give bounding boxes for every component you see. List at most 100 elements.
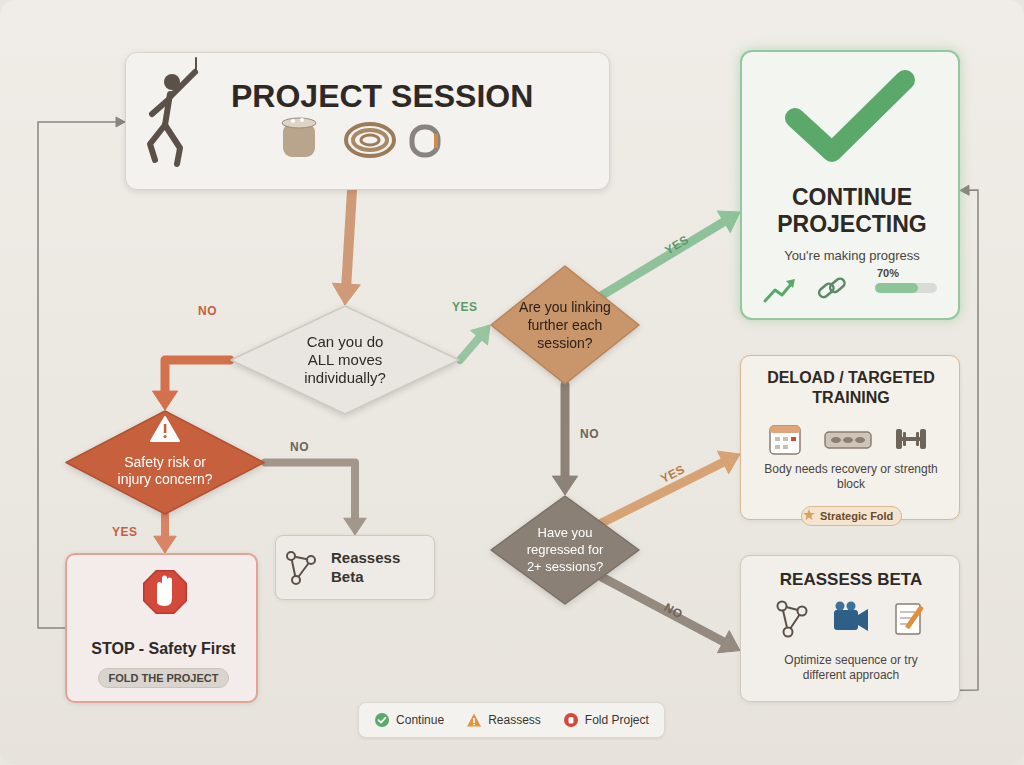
dumbbell-icon	[896, 429, 926, 449]
process-box: Reassess Beta	[275, 535, 435, 600]
edge-label: YES	[112, 525, 138, 539]
edge-label: YES	[452, 300, 478, 314]
rope-coil-icon	[346, 124, 394, 156]
rope-line	[195, 58, 197, 70]
diamond-shape	[491, 266, 639, 384]
climber-arm	[152, 100, 168, 114]
notepad-line	[900, 623, 911, 625]
stop-title: STOP - Safety First	[67, 639, 260, 659]
calendar-cell	[775, 437, 780, 441]
branch-node	[784, 628, 793, 637]
deload-text: Body needs recovery or strength block	[761, 462, 941, 492]
diamond-shape	[491, 496, 639, 604]
connector-arrow	[265, 463, 366, 536]
decision-diamond: Have you regressed for 2+ sessions?	[490, 495, 640, 605]
progress-value: 70%	[877, 266, 917, 280]
legend-text: Reassess	[488, 713, 541, 727]
branch-node	[287, 552, 295, 560]
arrow-head	[154, 536, 176, 553]
arrow-head	[717, 451, 740, 474]
connector-line	[603, 219, 728, 295]
stop-box: STOP - Safety FirstFOLD THE PROJECT	[65, 553, 258, 703]
arrow-head	[960, 185, 969, 195]
branch-node	[307, 556, 315, 564]
strategic-pill: Strategic Fold	[801, 506, 902, 526]
connector-line	[460, 335, 482, 360]
decision-text: Are you linking further each session?	[516, 298, 614, 352]
diamond-shape	[231, 306, 459, 414]
dumbbell-plate	[916, 432, 919, 446]
decision-text: Can you do ALL moves individually?	[293, 333, 397, 387]
calendar-icon	[770, 426, 800, 454]
decision-text: Have you regressed for 2+ sessions?	[520, 524, 610, 575]
edge-label: NO	[290, 440, 309, 454]
diamond-shape	[66, 411, 264, 514]
start-title: PROJECT SESSION	[231, 77, 601, 115]
camera-reel	[836, 602, 845, 611]
trend-arrow-icon	[765, 283, 792, 301]
notepad-line	[900, 611, 915, 613]
decision-diamond: Safety risk or injury concern?	[65, 410, 265, 515]
deload-box: DELOAD / TARGETED TRAININGBody needs rec…	[740, 355, 960, 520]
rope-coil-icon	[361, 135, 379, 145]
connector-line	[346, 190, 352, 289]
chalk-dot	[291, 119, 295, 123]
rope-coil-icon	[353, 130, 387, 150]
branch-line	[782, 606, 802, 632]
legend-icon-part	[473, 724, 475, 726]
beta-branch-icon	[287, 552, 315, 584]
outcome-text: You're making progress	[752, 248, 952, 264]
hangboard-hold	[855, 437, 865, 443]
hangboard-hold	[831, 437, 841, 443]
chalk-dot	[300, 118, 304, 122]
dumbbell-plate	[903, 432, 906, 446]
edge-label: NO	[198, 304, 217, 318]
dumbbell-bar	[896, 437, 926, 441]
arrow-head	[717, 631, 740, 653]
reassess-box: REASSESS BETAOptimize sequence or try di…	[740, 555, 960, 702]
camera-reel	[847, 602, 856, 611]
stop-sign-icon	[144, 571, 187, 614]
arrow-head	[717, 211, 740, 233]
start-box: PROJECT SESSION	[125, 52, 610, 190]
connector-arrow	[332, 190, 360, 305]
decision-text: Safety risk or injury concern?	[110, 454, 220, 488]
legend-icon	[563, 712, 579, 728]
climber-body	[165, 94, 170, 125]
arrow-head	[552, 476, 577, 495]
legend-item: Continue	[374, 712, 444, 728]
climber-head	[164, 74, 180, 90]
legend-item: Fold Project	[563, 712, 649, 728]
climber-arm	[170, 72, 195, 97]
calendar-band	[770, 426, 800, 433]
connector-arrow	[960, 185, 978, 690]
hangboard-icon	[825, 432, 871, 448]
chain-link-icon	[828, 277, 846, 294]
warning-mark	[164, 424, 167, 433]
connector-arrow	[603, 211, 741, 295]
arrow-head	[152, 391, 177, 410]
decision-diamond: Are you linking further each session?	[490, 265, 640, 385]
climber-leg	[165, 125, 180, 164]
branch-node	[292, 576, 300, 584]
stop-hand-icon	[157, 576, 172, 607]
connector-line	[265, 463, 355, 523]
fold-pill: FOLD THE PROJECT	[98, 668, 229, 688]
branch-node	[778, 602, 787, 611]
legend-icon-part	[379, 718, 386, 723]
calendar-cell	[775, 445, 780, 449]
legend-item: Reassess	[466, 712, 541, 728]
edge-label: NO	[580, 427, 599, 441]
legend-icon	[466, 712, 482, 728]
progress-bar-track	[875, 283, 937, 293]
connector-line	[561, 385, 570, 481]
decision-diamond: Can you do ALL moves individually?	[230, 305, 460, 415]
warning-dot	[164, 435, 167, 438]
connector-line	[960, 190, 978, 690]
arrow-head	[116, 117, 125, 127]
trend-arrow-head	[786, 279, 795, 288]
connector-arrow	[38, 117, 125, 628]
legend-icon-part	[473, 718, 475, 723]
